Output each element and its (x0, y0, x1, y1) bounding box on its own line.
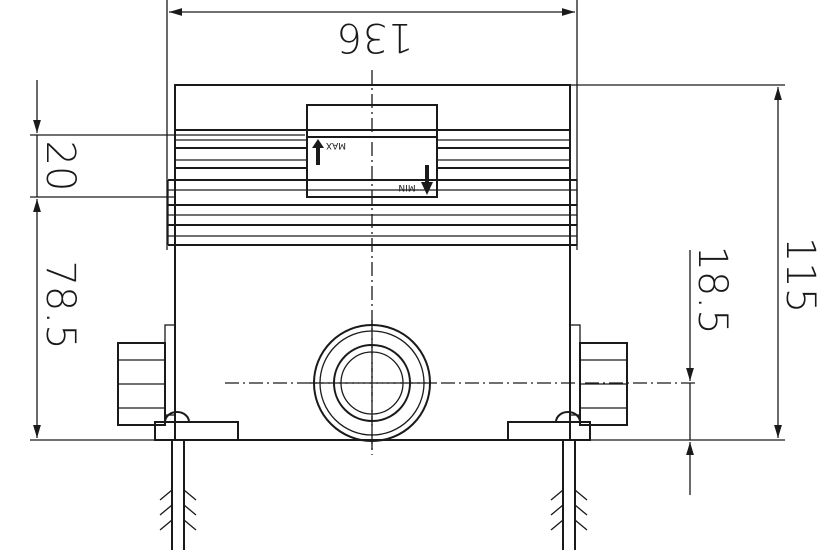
total-height-dimension: 115 (774, 87, 823, 438)
max-arrow-icon (312, 139, 324, 165)
total-height-label: 115 (777, 237, 823, 313)
left-nut (117, 324, 176, 426)
top-height-dimension: 20 (33, 80, 83, 197)
lower-height-label: 78.5 (37, 260, 83, 349)
pipe-height-label: 18.5 (689, 245, 735, 334)
min-arrow-icon (421, 165, 433, 195)
max-label: MAX (326, 140, 346, 150)
pipe-connection (310, 320, 435, 450)
width-label: 136 (337, 14, 413, 60)
right-nut (569, 324, 628, 426)
left-foot (154, 411, 239, 550)
right-foot (507, 411, 591, 550)
top-height-label: 20 (37, 141, 83, 192)
min-label: MIN (398, 182, 415, 192)
lower-height-dimension: 78.5 (33, 199, 83, 438)
pipe-height-dimension: 18.5 (686, 245, 735, 495)
width-dimension: 136 (166, 0, 578, 250)
